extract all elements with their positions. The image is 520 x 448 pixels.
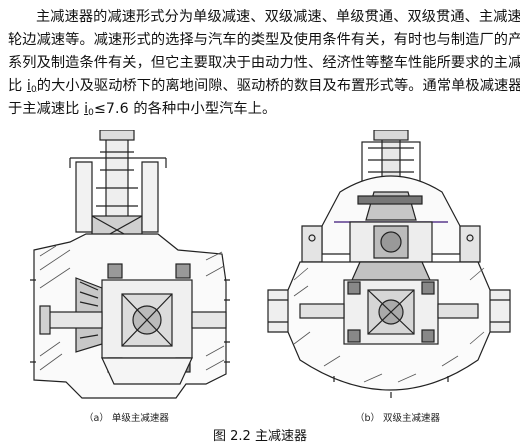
text-fragment: 于主减速比 xyxy=(8,101,85,117)
text-fragment: 的大小及驱动桥下的离地间隙、驱动桥的数目及布置形式等。通常单极减速器用 xyxy=(36,78,520,94)
figure-b-caption: （b） 双级主减速器 xyxy=(355,413,441,424)
ratio-subscript: 0 xyxy=(30,85,37,95)
paragraph-line-1: 主减速器的减速形式分为单级减速、双级减速、单级贯通、双级贯通、主减速及 xyxy=(36,9,520,25)
paragraph-line-5: 于主减速比 i0≤7.6 的各种中小型汽车上。 xyxy=(8,98,514,121)
body-paragraph: 主减速器的减速形式分为单级减速、双级减速、单级贯通、双级贯通、主减速及 轮边减速… xyxy=(8,6,520,121)
single-stage-reducer-svg xyxy=(30,129,230,399)
double-stage-reducer-svg xyxy=(267,129,511,398)
figure-caption: 图 2.2 主减速器 xyxy=(213,429,307,444)
paragraph-line-4: 比 i0的大小及驱动桥下的离地间隙、驱动桥的数目及布置形式等。通常单极减速器用 xyxy=(8,75,520,98)
ratio-i: i xyxy=(84,101,89,117)
ratio-symbol: i0 xyxy=(84,101,94,118)
ratio-symbol: i0 xyxy=(26,78,37,95)
single-stage-reducer-drawing xyxy=(10,129,246,402)
double-stage-reducer-drawing xyxy=(264,129,514,402)
paragraph-line-2: 轮边减速等。减速形式的选择与汽车的类型及使用条件有关，有时也与制造厂的产品 xyxy=(8,32,520,48)
ratio-i: i xyxy=(26,78,31,94)
ratio-subscript: 0 xyxy=(88,108,94,118)
text-fragment: 比 xyxy=(8,78,27,94)
paragraph-line-3: 系列及制造条件有关，但它主要取决于由动力性、经济性等整车性能所要求的主减速 xyxy=(8,55,520,71)
text-fragment: ≤7.6 的各种中小型汽车上。 xyxy=(93,101,277,117)
figure-a-caption: （a） 单级主减速器 xyxy=(84,413,169,424)
